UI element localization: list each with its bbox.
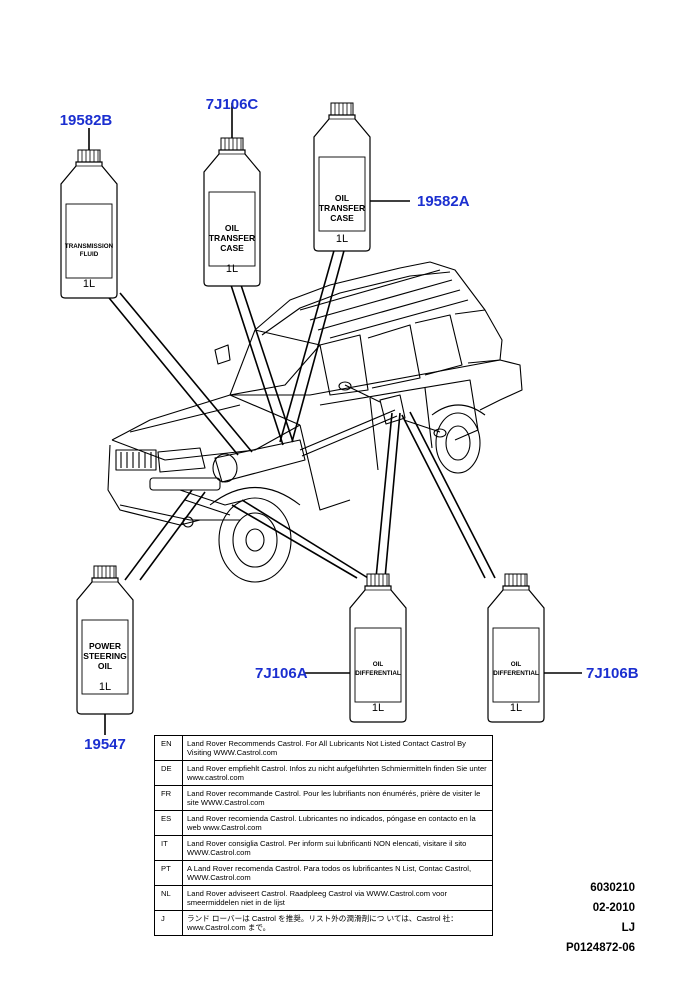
language-code: PT (154, 860, 183, 886)
bottle-label-line: TRANSMISSION (65, 243, 114, 250)
table-row: NL Land Rover adviseert Castrol. Raadple… (154, 885, 493, 911)
bottle-label-line: OIL (225, 223, 239, 233)
bottle-volume: 1L (226, 263, 238, 275)
bottle-label-line: POWER (89, 641, 121, 651)
bottle-power-steering-oil: POWER STEERING OIL 1L (76, 565, 134, 715)
language-code: EN (154, 735, 183, 761)
bottle-volume: 1L (99, 681, 111, 693)
bottle-label-line: FLUID (80, 251, 99, 258)
table-row: FR Land Rover recommande Castrol. Pour l… (154, 785, 493, 811)
language-text: Land Rover Recommends Castrol. For All L… (182, 735, 493, 761)
table-row: DE Land Rover empfiehlt Castrol. Infos z… (154, 760, 493, 786)
language-code: J (154, 910, 183, 936)
vehicle-illustration (107, 261, 523, 583)
language-code: FR (154, 785, 183, 811)
reference-line: LJ (621, 922, 635, 934)
table-row: IT Land Rover consiglia Castrol. Per inf… (154, 835, 493, 861)
language-text: Land Rover consiglia Castrol. Per inform… (182, 835, 493, 861)
leader-lines (88, 103, 582, 735)
part-number-7J106C: 7J106C (206, 96, 259, 113)
language-code: IT (154, 835, 183, 861)
bottle-volume: 1L (372, 702, 384, 714)
table-row: J ランド ローバーは Castrol を推奨。リスト外の潤滑剤につ いては、C… (154, 910, 493, 936)
part-number-7J106B: 7J106B (586, 665, 639, 682)
bottle-label-line: DIFFERENTIAL (355, 670, 401, 677)
document-reference: 6030210 02-2010 LJ P0124872-06 (555, 878, 635, 958)
bottle-label-line: DIFFERENTIAL (493, 670, 539, 677)
bottle-label-line: OIL (511, 661, 522, 668)
language-text: Land Rover adviseert Castrol. Raadpleeg … (182, 885, 493, 911)
table-row: EN Land Rover Recommends Castrol. For Al… (154, 735, 493, 761)
bottle-oil-differential-rear: OIL DIFFERENTIAL 1L (487, 573, 545, 723)
bottle-label-line: CASE (220, 243, 244, 253)
bottle-volume: 1L (336, 233, 348, 245)
language-text: Land Rover recommande Castrol. Pour les … (182, 785, 493, 811)
language-text: Land Rover empfiehlt Castrol. Infos zu n… (182, 760, 493, 786)
part-number-19582A: 19582A (417, 193, 470, 210)
bottle-label-line: OIL (373, 661, 384, 668)
table-row: ES Land Rover recomienda Castrol. Lubric… (154, 810, 493, 836)
bottle-oil-transfer-case-right: OIL TRANSFER CASE 1L (313, 102, 371, 252)
bottle-label-line: CASE (330, 213, 354, 223)
reference-line: 02-2010 (592, 902, 635, 914)
part-number-19547: 19547 (84, 736, 126, 753)
bottle-label-line: OIL (335, 193, 349, 203)
language-code: ES (154, 810, 183, 836)
language-text: ランド ローバーは Castrol を推奨。リスト外の潤滑剤につ いては、Cas… (182, 910, 493, 936)
reference-line: P0124872-06 (565, 942, 635, 954)
bottle-oil-differential-front: OIL DIFFERENTIAL 1L (349, 573, 407, 723)
bottle-label-line: STEERING (83, 651, 127, 661)
part-number-19582B: 19582B (60, 112, 113, 129)
bottle-volume: 1L (510, 702, 522, 714)
bottle-oil-transfer-case-left: OIL TRANSFER CASE 1L (203, 137, 261, 287)
bottle-label-line: TRANSFER (209, 233, 255, 243)
reference-line: 6030210 (590, 882, 635, 894)
table-row: PT A Land Rover recomenda Castrol. Para … (154, 860, 493, 886)
language-text: Land Rover recomienda Castrol. Lubricant… (182, 810, 493, 836)
part-number-7J106A: 7J106A (255, 665, 308, 682)
bottle-label-line: OIL (98, 661, 112, 671)
bottle-volume: 1L (83, 278, 95, 290)
castrol-recommendation-table: EN Land Rover Recommends Castrol. For Al… (154, 735, 493, 936)
bottle-label-line: TRANSFER (319, 203, 365, 213)
language-code: NL (154, 885, 183, 911)
bottle-transmission-fluid: TRANSMISSION FLUID 1L (60, 149, 118, 299)
language-text: A Land Rover recomenda Castrol. Para tod… (182, 860, 493, 886)
language-code: DE (154, 760, 183, 786)
